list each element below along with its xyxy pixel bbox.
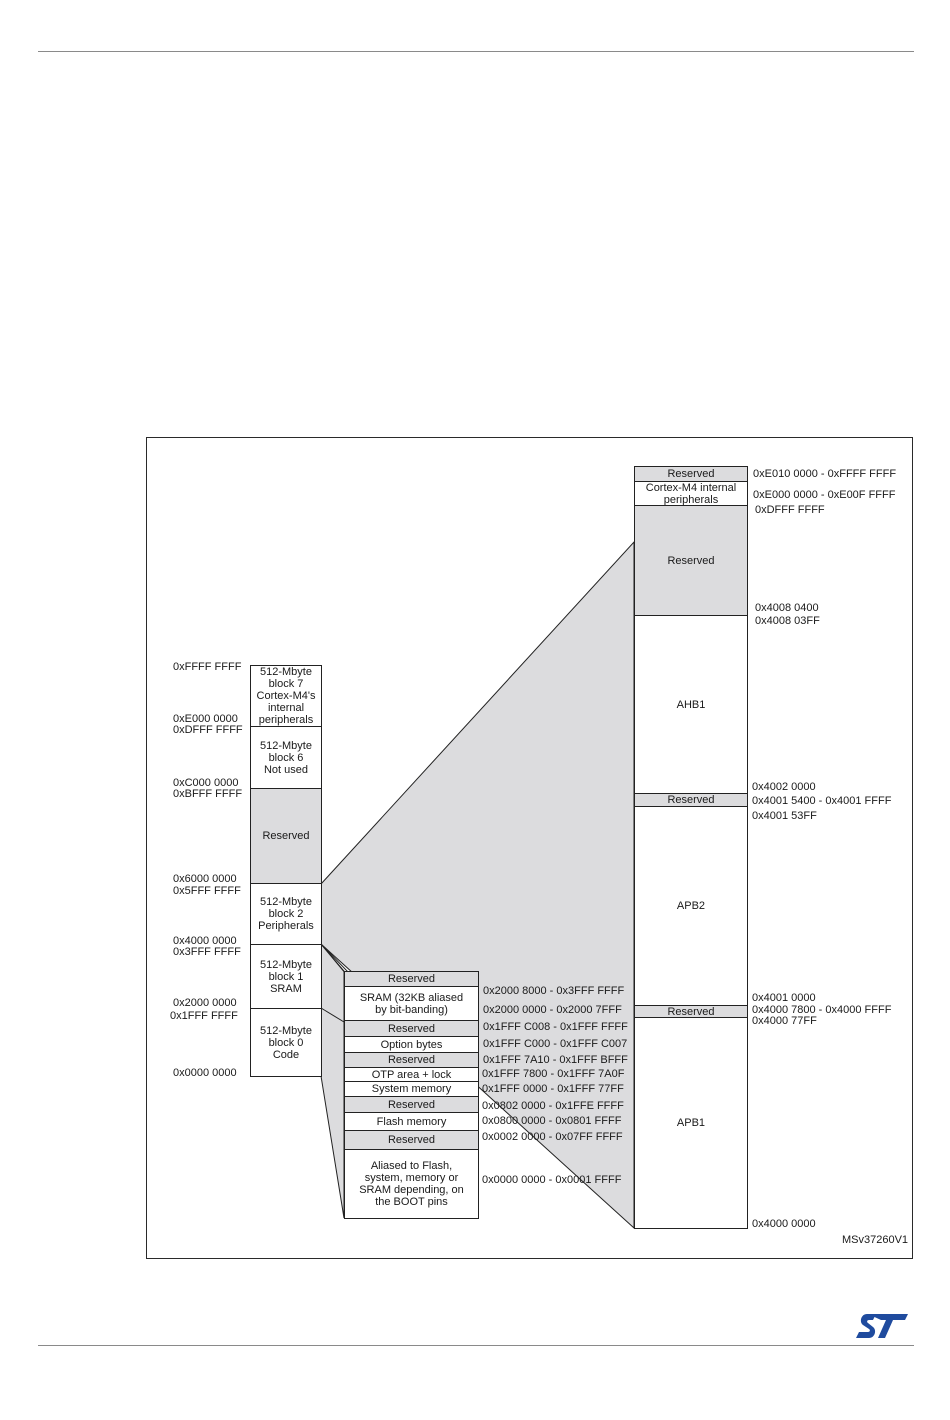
main-map-address-6: 0x6000 0000	[173, 873, 237, 885]
peripheral-address-3: 0xDFFF FFFF	[755, 504, 825, 516]
code-sram-block-4: Option bytes	[344, 1036, 479, 1053]
peripheral-address-10: 0x4000 7800 - 0x4000 FFFF	[752, 1004, 892, 1016]
code-sram-range-8: 0x0802 0000 - 0x1FFE FFFF	[482, 1100, 624, 1112]
peripheral-block-8: APB1	[634, 1017, 748, 1229]
code-sram-range-4: 0x1FFF C000 - 0x1FFF C007	[483, 1038, 628, 1050]
code-sram-range-6: 0x1FFF 7800 - 0x1FFF 7A0F	[482, 1068, 625, 1080]
main-map-address-2: 0xE000 0000	[173, 713, 238, 725]
main-map-address-11: 0x1FFF FFFF	[170, 1010, 238, 1022]
code-sram-range-3: 0x1FFF C008 - 0x1FFF FFFF	[483, 1021, 628, 1033]
code-sram-block-6: OTP area + lock	[344, 1067, 479, 1082]
peripheral-block-4: AHB1	[634, 615, 748, 794]
st-logo-icon	[856, 1314, 908, 1338]
peripheral-block-1: Reserved	[634, 466, 748, 482]
peripheral-address-9: 0x4001 0000	[752, 992, 816, 1004]
main-map-block-5: 512-Mbyte block 1 SRAM	[250, 944, 322, 1009]
code-sram-block-11: Aliased to Flash, system, memory or SRAM…	[344, 1149, 479, 1219]
peripheral-address-8: 0x4001 53FF	[752, 810, 817, 822]
peripheral-address-11: 0x4000 77FF	[752, 1015, 817, 1027]
main-map-block-1: 512-Mbyte block 7 Cortex-M4's internal p…	[250, 665, 322, 727]
main-map-block-4: 512-Mbyte block 2 Peripherals	[250, 883, 322, 945]
peripheral-address-12: 0x4000 0000	[752, 1218, 816, 1230]
sram-zoom-line-2	[320, 943, 349, 973]
code-sram-block-8: Reserved	[344, 1096, 479, 1113]
main-map-address-5: 0xBFFF FFFF	[173, 788, 243, 800]
code-sram-range-1: 0x2000 8000 - 0x3FFF FFFF	[483, 985, 625, 997]
main-map-address-3: 0xDFFF FFFF	[173, 724, 243, 736]
code-sram-range-9: 0x0800 0000 - 0x0801 FFFF	[482, 1115, 622, 1127]
header-rule	[38, 51, 914, 52]
main-map-address-10: 0x2000 0000	[173, 997, 237, 1009]
main-map-block-3: Reserved	[250, 788, 322, 884]
memory-map-figure-frame	[146, 437, 913, 1259]
main-map-address-12: 0x0000 0000	[173, 1067, 237, 1079]
footer-rule	[38, 1345, 914, 1346]
main-map-address-8: 0x4000 0000	[173, 935, 237, 947]
peripheral-block-3: Reserved	[634, 505, 748, 616]
main-map-address-9: 0x3FFF FFFF	[173, 946, 241, 958]
code-sram-block-1: Reserved	[344, 971, 479, 987]
code-sram-range-7: 0x1FFF 0000 - 0x1FFF 77FF	[482, 1083, 624, 1095]
code-sram-range-5: 0x1FFF 7A10 - 0x1FFF BFFF	[483, 1054, 628, 1066]
peripheral-address-1: 0xE010 0000 - 0xFFFF FFFF	[753, 468, 897, 480]
code-sram-block-7: System memory	[344, 1081, 479, 1097]
code-sram-range-10: 0x0002 0000 - 0x07FF FFFF	[482, 1131, 623, 1143]
code-sram-block-2: SRAM (32KB aliased by bit-banding)	[344, 986, 479, 1021]
code-zoom-line	[320, 1007, 345, 1023]
figure-reference-id: MSv37260V1	[842, 1234, 909, 1246]
main-map-address-1: 0xFFFF FFFF	[173, 661, 242, 673]
peripheral-address-4: 0x4008 0400	[755, 602, 819, 614]
main-map-address-7: 0x5FFF FFFF	[173, 885, 241, 897]
peripheral-address-6: 0x4002 0000	[752, 781, 816, 793]
code-sram-block-9: Flash memory	[344, 1112, 479, 1131]
peripheral-block-5: Reserved	[634, 793, 748, 807]
code-sram-range-2: 0x2000 0000 - 0x2000 7FFF	[483, 1004, 622, 1016]
peripheral-address-5: 0x4008 03FF	[755, 615, 820, 627]
peripheral-address-2: 0xE000 0000 - 0xE00F FFFF	[753, 489, 896, 501]
main-map-block-2: 512-Mbyte block 6 Not used	[250, 726, 322, 789]
code-sram-zoom-wedge	[320, 942, 345, 1219]
code-sram-block-10: Reserved	[344, 1130, 479, 1150]
code-sram-block-3: Reserved	[344, 1020, 479, 1037]
peripheral-address-7: 0x4001 5400 - 0x4001 FFFF	[752, 795, 892, 807]
main-map-block-6: 512-Mbyte block 0 Code	[250, 1008, 322, 1077]
peripheral-block-6: APB2	[634, 806, 748, 1006]
main-map-address-4: 0xC000 0000	[173, 777, 239, 789]
peripheral-block-2: Cortex-M4 internal peripherals	[634, 481, 748, 506]
code-sram-block-5: Reserved	[344, 1052, 479, 1068]
code-sram-range-11: 0x0000 0000 - 0x0001 FFFF	[482, 1174, 622, 1186]
